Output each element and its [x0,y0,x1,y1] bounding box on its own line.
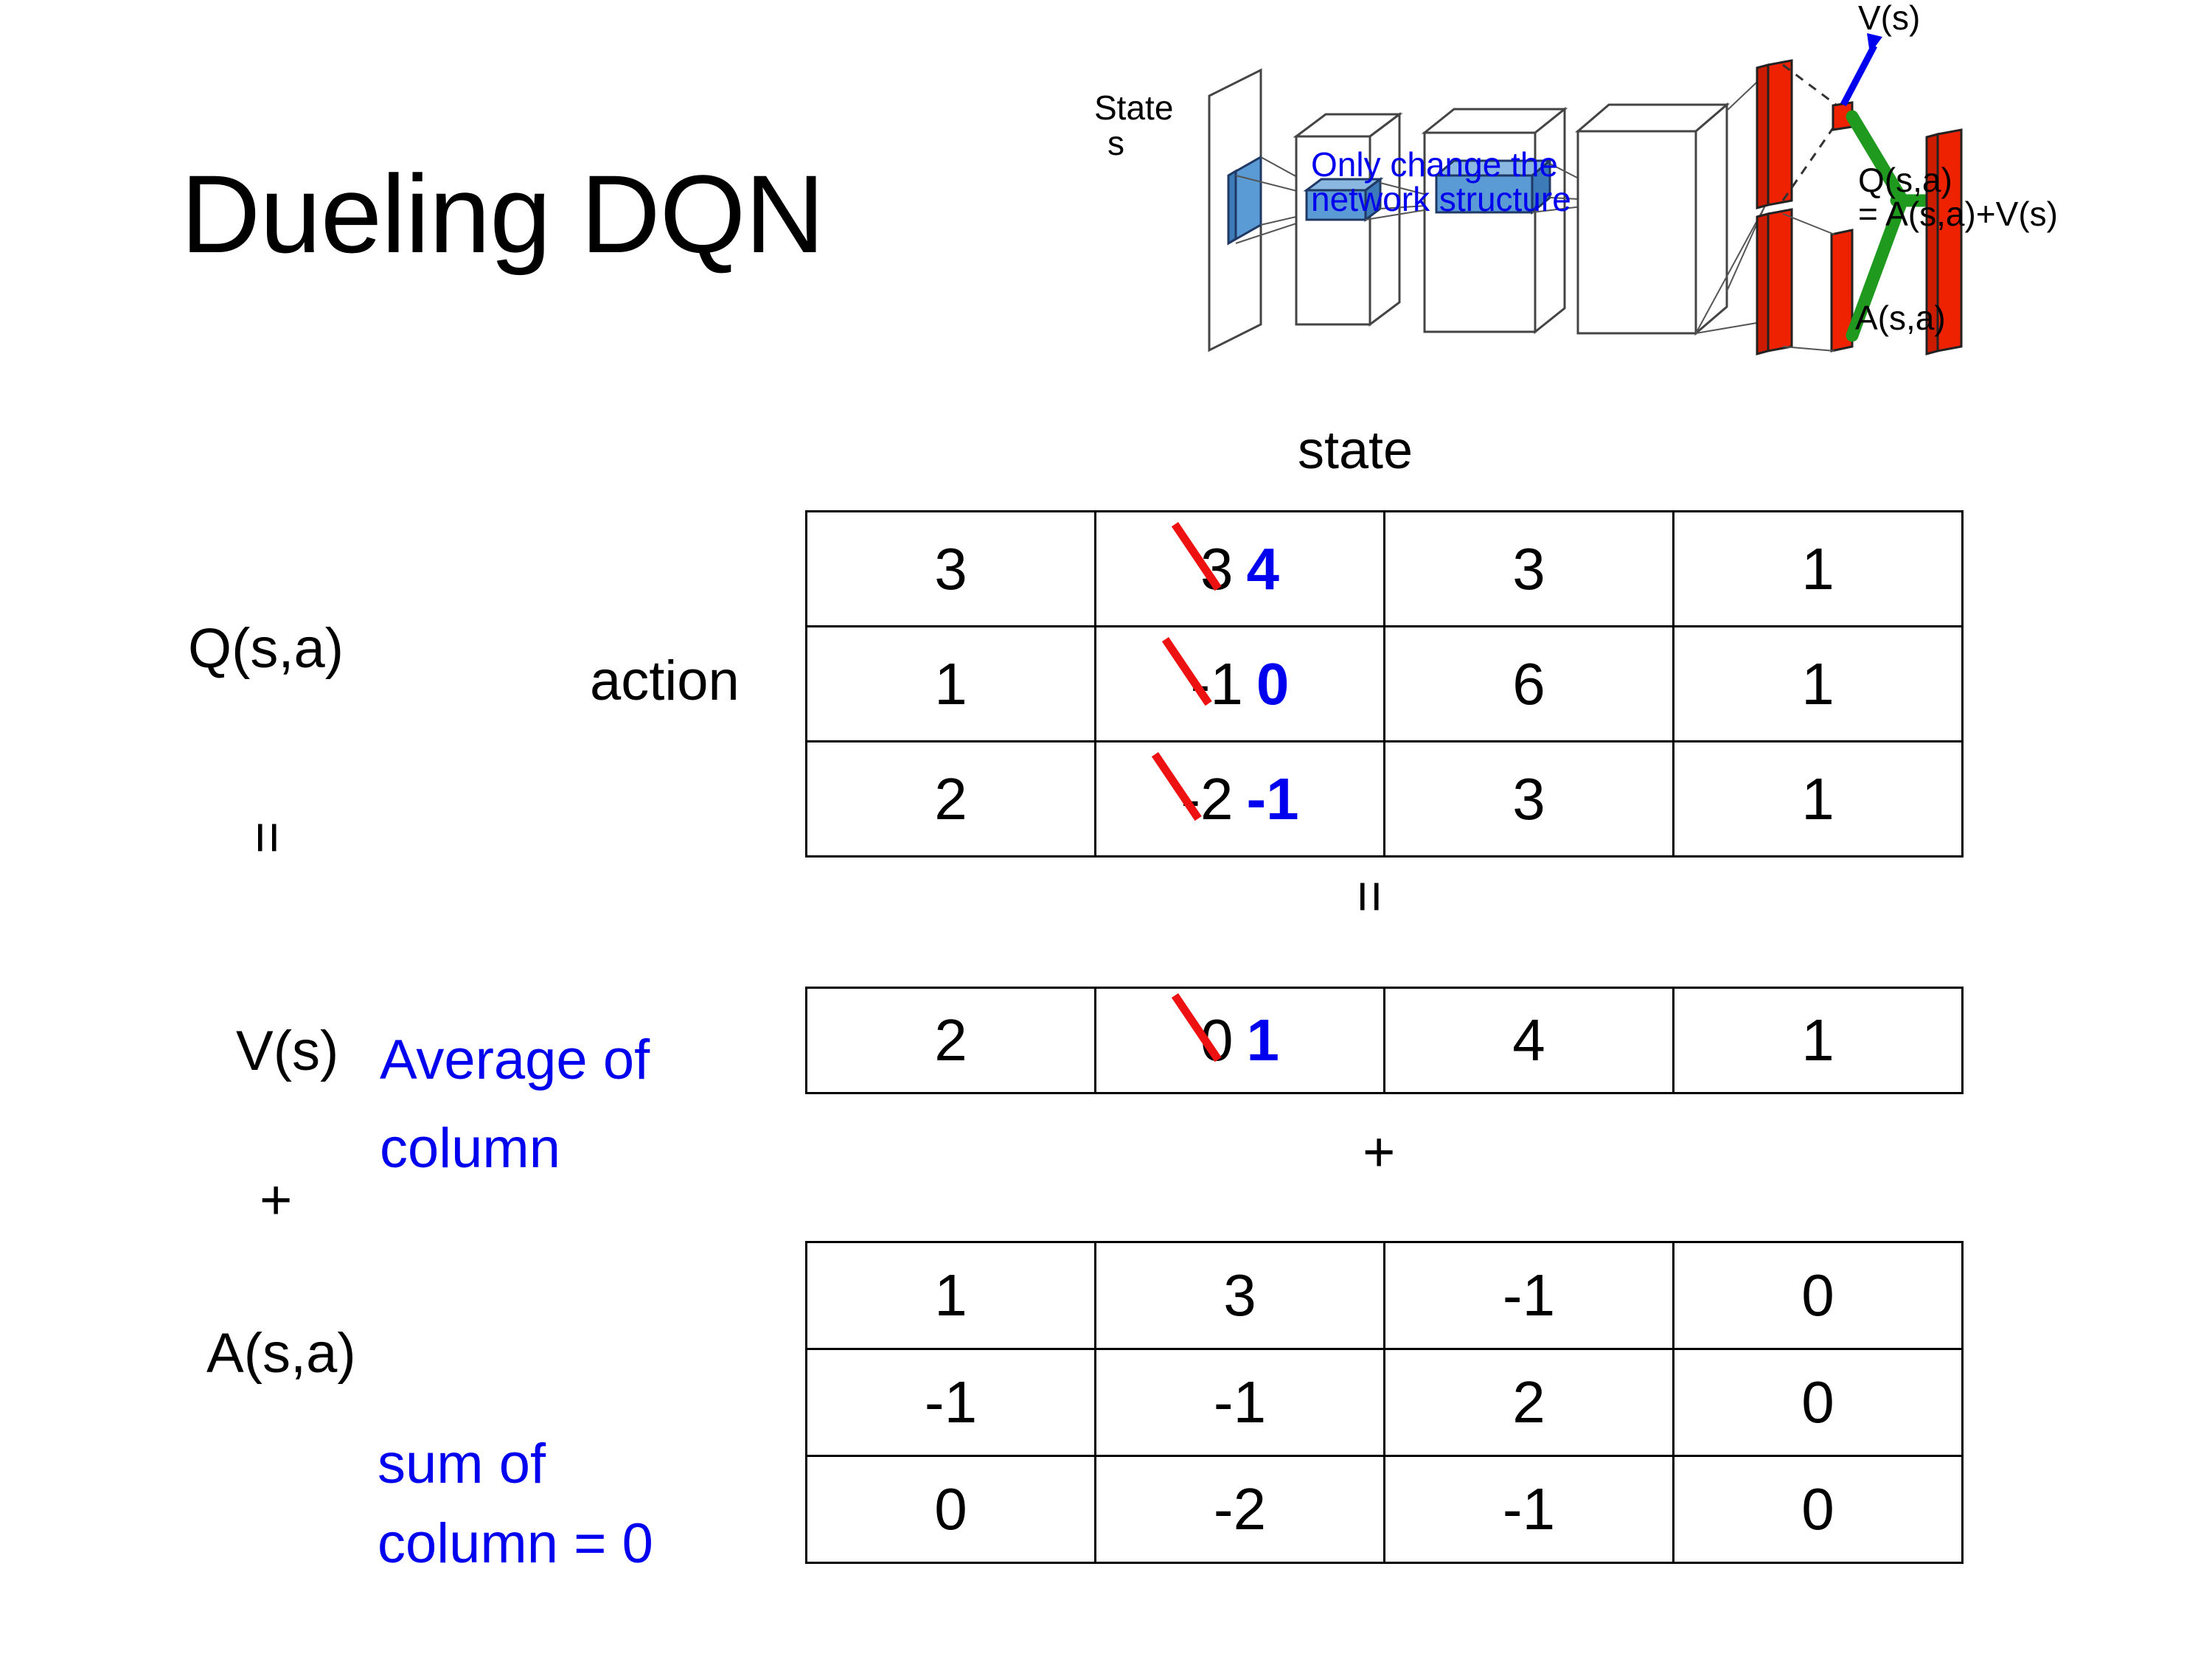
table-row: 3 3 4 3 1 [805,510,1964,627]
a-note-line2: column = 0 [378,1512,653,1575]
q-cell-r1c2[interactable]: 6 [1383,625,1674,742]
a-cell-r1c2[interactable]: 2 [1383,1348,1674,1457]
q-cell-r0c3[interactable]: 1 [1672,510,1964,627]
state-axis-label: state [1298,421,1413,480]
diagram-a-output-label: A(s,a) [1855,299,1946,337]
q-cell-r2c0[interactable]: 2 [805,740,1096,858]
q-cell-r2c3[interactable]: 1 [1672,740,1964,858]
a-cell-r2c1[interactable]: -2 [1094,1455,1385,1564]
table-row: 0 -2 -1 0 [805,1455,1964,1564]
a-cell-r1c1[interactable]: -1 [1094,1348,1385,1457]
q-function-label: Q(s,a) [188,617,344,680]
a-cell-r0c1[interactable]: 3 [1094,1241,1385,1350]
a-cell-r2c2[interactable]: -1 [1383,1455,1674,1564]
equals-between-q-and-v: = [1338,880,1402,914]
a-cell-r2c0[interactable]: 0 [805,1455,1096,1564]
q-cell-r0c1[interactable]: 3 4 [1094,510,1385,627]
network-diagram-svg [1208,33,1963,355]
diagram-q-output-label-line2: = A(s,a)+V(s) [1858,195,2058,233]
diagram-state-label-line2: s [1107,124,1124,162]
a-cell-r0c2[interactable]: -1 [1383,1241,1674,1350]
table-row: -1 -1 2 0 [805,1348,1964,1457]
a-cell-r1c0[interactable]: -1 [805,1348,1096,1457]
plus-v-to-a: + [260,1169,293,1231]
v-cell-c1-new: 1 [1246,1007,1280,1073]
a-cell-r2c3[interactable]: 0 [1672,1455,1964,1564]
plus-between-v-and-a: + [1363,1121,1396,1183]
diagram-q-output-label-line1: Q(s,a) [1858,161,1952,199]
q-cell-r2c1-old: -2 [1180,765,1234,832]
q-cell-r1c1-old: -1 [1190,650,1243,717]
table-row: 2 0 1 4 1 [805,987,1964,1094]
q-cell-r1c1[interactable]: -1 0 [1094,625,1385,742]
a-cell-r1c3[interactable]: 0 [1672,1348,1964,1457]
action-axis-label: action [590,650,740,712]
q-cell-r0c1-new: 4 [1246,535,1280,602]
v-function-label: V(s) [236,1020,339,1082]
v-cell-c3[interactable]: 1 [1672,987,1964,1094]
v-note-line1: Average of [380,1029,650,1091]
page-title: Dueling DQN [181,152,825,276]
q-cell-r0c2[interactable]: 3 [1383,510,1674,627]
q-cell-r0c0[interactable]: 3 [805,510,1096,627]
a-cell-r0c0[interactable]: 1 [805,1241,1096,1350]
q-cell-r1c0[interactable]: 1 [805,625,1096,742]
diagram-state-label-line1: State [1094,88,1174,127]
v-cell-c1-old: 0 [1200,1007,1234,1073]
equals-q-to-v: = [236,821,299,855]
table-row: 2 -2 -1 3 1 [805,740,1964,858]
table-row: 1 -1 0 6 1 [805,625,1964,742]
q-cell-r0c1-old: 3 [1200,535,1234,602]
q-cell-r2c1[interactable]: -2 -1 [1094,740,1385,858]
v-cell-c2[interactable]: 4 [1383,987,1674,1094]
table-row: 1 3 -1 0 [805,1241,1964,1350]
q-cell-r1c3[interactable]: 1 [1672,625,1964,742]
v-table: 2 0 1 4 1 [805,987,1964,1094]
diagram-note-line2: network structure [1311,180,1571,218]
q-cell-r2c2[interactable]: 3 [1383,740,1674,858]
q-cell-r2c1-new: -1 [1246,765,1299,832]
q-cell-r1c1-new: 0 [1256,650,1290,717]
a-cell-r0c3[interactable]: 0 [1672,1241,1964,1350]
diagram-note-line1: Only change the [1311,145,1559,184]
a-table: 1 3 -1 0 -1 -1 2 0 0 -2 -1 0 [805,1241,1964,1564]
q-table: 3 3 4 3 1 1 -1 0 6 [805,510,1964,858]
v-cell-c1[interactable]: 0 1 [1094,987,1385,1094]
v-note-line2: column [380,1117,560,1180]
dueling-network-diagram: State s Only change the network structur… [1091,0,2212,413]
v-cell-c0[interactable]: 2 [805,987,1096,1094]
diagram-v-output-label: V(s) [1858,0,1921,37]
a-note-line1: sum of [378,1433,546,1495]
a-function-label: A(s,a) [206,1322,356,1385]
